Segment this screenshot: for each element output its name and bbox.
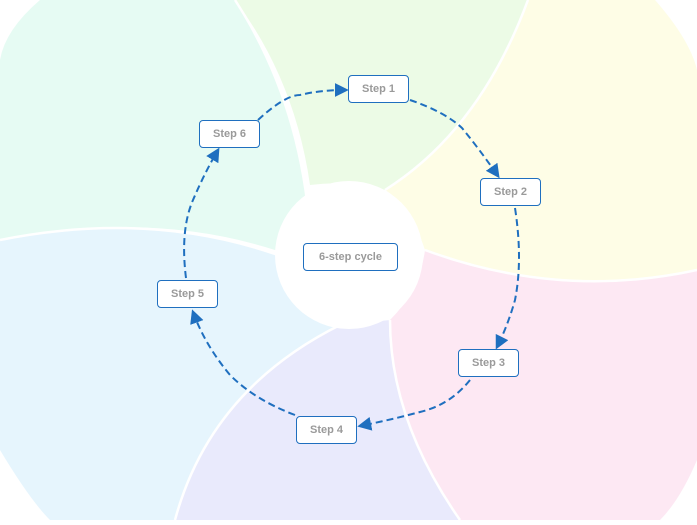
arrow-step4-to-step5 <box>190 309 296 416</box>
sector-separator <box>388 319 462 521</box>
outer-mask <box>655 0 697 70</box>
step-1-node[interactable]: Step 1 <box>348 75 409 103</box>
sector-separator <box>173 323 341 521</box>
step-5-node[interactable]: Step 5 <box>157 280 218 308</box>
outer-mask <box>0 0 40 60</box>
arrow-step5-to-step6 <box>183 147 220 279</box>
sector-5 <box>0 228 340 520</box>
sector-6 <box>0 0 310 250</box>
sector-separator <box>0 226 279 257</box>
sector-separator <box>384 0 530 192</box>
outer-mask <box>660 460 697 520</box>
center-label[interactable]: 6-step cycle <box>303 243 398 271</box>
step-4-node[interactable]: Step 4 <box>296 416 357 444</box>
step-3-node[interactable]: Step 3 <box>458 349 519 377</box>
sector-2 <box>385 0 697 282</box>
step-6-node[interactable]: Step 6 <box>199 120 260 148</box>
arrow-step6-to-step1 <box>257 83 349 121</box>
arrow-step2-to-step3 <box>495 207 520 350</box>
outer-mask <box>0 450 50 520</box>
sector-separator <box>424 248 697 283</box>
sector-3 <box>390 250 697 520</box>
arrow-step3-to-step4 <box>357 379 471 431</box>
step-2-node[interactable]: Step 2 <box>480 178 541 206</box>
arrow-step1-to-step2 <box>409 99 500 179</box>
